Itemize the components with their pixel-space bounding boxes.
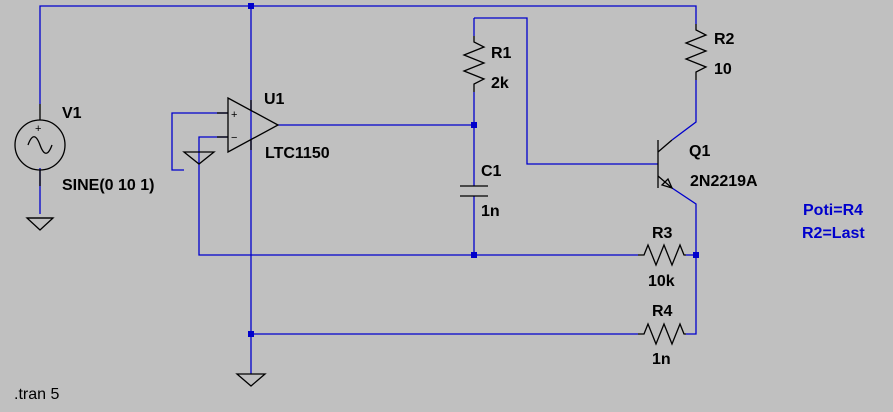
resistor-icon <box>462 36 486 92</box>
v1-value: SINE(0 10 1) <box>62 177 154 194</box>
junction-dot <box>471 252 477 258</box>
opamp-icon <box>227 96 280 154</box>
q1-transistor[interactable] <box>657 139 674 190</box>
r2-value: 10 <box>714 61 732 78</box>
ground-icon[interactable] <box>25 217 55 231</box>
wire-r2-collector[interactable] <box>671 80 697 141</box>
u1-name: U1 <box>264 91 285 108</box>
junction-dot <box>693 252 699 258</box>
u1-opamp[interactable] <box>217 96 280 154</box>
wire-emitter-down[interactable] <box>671 187 697 335</box>
u1-value: LTC1150 <box>265 145 330 162</box>
tran-directive[interactable]: .tran 5 <box>14 386 59 403</box>
resistor-icon <box>638 322 686 346</box>
ground-icon[interactable] <box>182 151 216 165</box>
r1-resistor[interactable] <box>462 36 486 92</box>
v1-name: V1 <box>62 105 82 122</box>
r1-value: 2k <box>491 75 509 92</box>
resistor-icon <box>684 24 708 80</box>
param-directive-r2[interactable]: R2=Last <box>802 225 865 242</box>
c1-value: 1n <box>481 203 500 220</box>
opamp-minus-sign: − <box>231 132 237 144</box>
param-directive-poti[interactable]: Poti=R4 <box>803 202 863 219</box>
wires <box>39 5 697 374</box>
wire-r1-to-base[interactable] <box>474 17 658 165</box>
v1-plus-sign: + <box>35 123 41 135</box>
junctions <box>248 3 699 337</box>
r1-name: R1 <box>491 45 512 62</box>
opamp-plus-sign: + <box>231 109 237 121</box>
r4-resistor[interactable] <box>638 322 686 346</box>
r3-value: 10k <box>648 273 675 290</box>
emitter-arrow-icon <box>660 177 674 190</box>
r4-name: R4 <box>652 303 673 320</box>
wire-feedback[interactable] <box>198 155 638 256</box>
q1-collector-leg <box>657 139 673 153</box>
ground-icon[interactable] <box>235 373 267 387</box>
q1-name: Q1 <box>689 143 710 160</box>
sine-wave-icon <box>27 136 53 154</box>
r3-name: R3 <box>652 225 673 242</box>
r2-name: R2 <box>714 31 735 48</box>
r4-value: 1n <box>652 351 671 368</box>
junction-dot <box>248 3 254 9</box>
resistor-icon <box>638 243 686 267</box>
junction-dot <box>248 331 254 337</box>
r2-resistor[interactable] <box>684 24 708 80</box>
r3-resistor[interactable] <box>638 243 686 267</box>
junction-dot <box>471 122 477 128</box>
q1-value: 2N2219A <box>690 173 758 190</box>
c1-capacitor[interactable] <box>460 185 488 197</box>
wire-top-rail[interactable] <box>39 5 697 104</box>
v1-source[interactable] <box>14 104 66 186</box>
wire-plus-loop[interactable] <box>171 112 228 171</box>
c1-name: C1 <box>481 163 502 180</box>
